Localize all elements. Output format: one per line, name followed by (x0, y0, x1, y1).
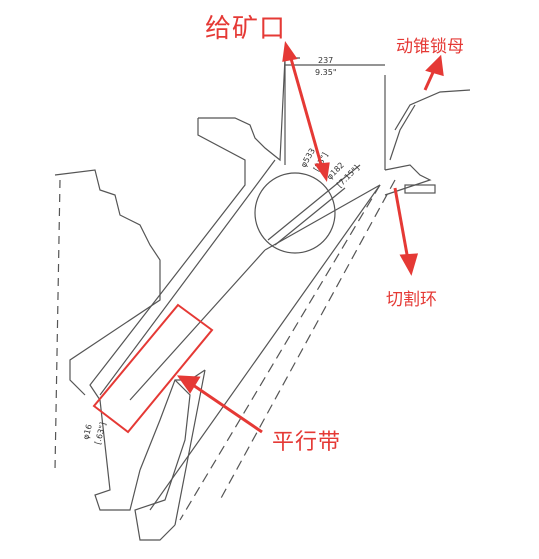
feed-double-arrow (288, 54, 324, 169)
liner-edge (174, 369, 206, 526)
top-dim-mm: 237 (318, 56, 333, 65)
parallel-zone-label: 平行带 (272, 430, 342, 455)
locknut-inner (389, 104, 416, 161)
locknut-arrow-head (425, 54, 444, 77)
concave-inner-line (99, 159, 276, 396)
feed-arrow-head-top (282, 40, 298, 62)
parallel-arrow-head (176, 375, 201, 394)
cutting-ring-label: 切割环 (386, 290, 437, 310)
mantle-dashed-2 (219, 179, 396, 501)
concave-upper (198, 57, 300, 162)
diameter-line-2 (274, 187, 346, 246)
mantle-left (129, 249, 266, 401)
left-frame-line (54, 169, 161, 396)
mantle-top (264, 184, 381, 251)
crusher-body-outline (54, 57, 471, 541)
head-cap (384, 164, 432, 196)
parallel-zone-box (92, 303, 214, 434)
cutting-ring-arrow-head (399, 253, 419, 276)
locknut-label: 动锥锁母 (396, 37, 464, 57)
left-dashed-line (54, 179, 61, 471)
cutting-ring-part (404, 184, 436, 194)
parallel-arrow-line (189, 381, 263, 434)
bottom-dim-in: [.63"] (93, 421, 108, 445)
lower-liner-left (94, 399, 141, 511)
feed-opening-label: 给矿口 (205, 14, 287, 44)
red-annotations (92, 40, 444, 434)
bottom-dim-mm: φ16 (81, 423, 94, 440)
top-dim-in: 9.35" (315, 68, 337, 77)
cutting-ring-arrow-line (393, 187, 410, 261)
locknut-curve (394, 89, 471, 131)
diameter-line-1 (267, 164, 361, 241)
mantle-dashed (179, 184, 381, 521)
lower-liner-right (134, 379, 191, 541)
concave-left-edge (89, 118, 246, 401)
feed-circle (254, 172, 336, 254)
mantle-right (149, 184, 381, 511)
feed-arrow-head-bottom (314, 162, 330, 182)
